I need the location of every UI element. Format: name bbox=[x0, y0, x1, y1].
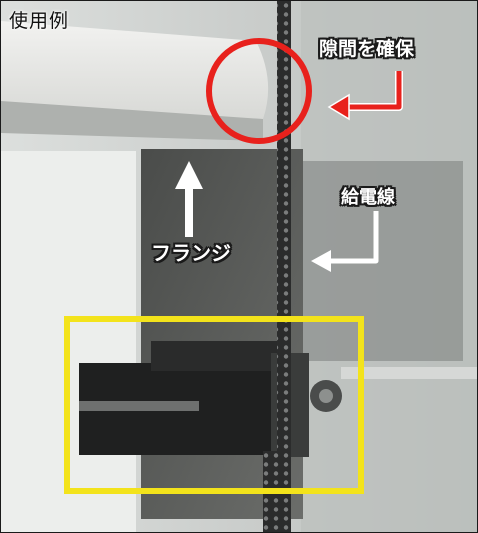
flange-arrow bbox=[185, 185, 193, 237]
gap-arrow bbox=[345, 71, 402, 110]
wire-arrow bbox=[327, 211, 379, 264]
feeder-wire bbox=[277, 1, 291, 532]
white-pipe-right bbox=[341, 367, 477, 379]
pipe-top bbox=[1, 21, 269, 119]
bracket-top bbox=[151, 341, 281, 371]
caption-usage-example: 使用例 bbox=[9, 10, 70, 32]
feeder-wire-label: 給電線 bbox=[341, 187, 395, 208]
bracket-highlight-box bbox=[64, 316, 364, 494]
gap-label: 隙間を確保 bbox=[319, 38, 415, 60]
gap-highlight-circle bbox=[206, 38, 312, 144]
pipe-underside bbox=[1, 101, 263, 141]
flange-label: フランジ bbox=[151, 241, 231, 265]
